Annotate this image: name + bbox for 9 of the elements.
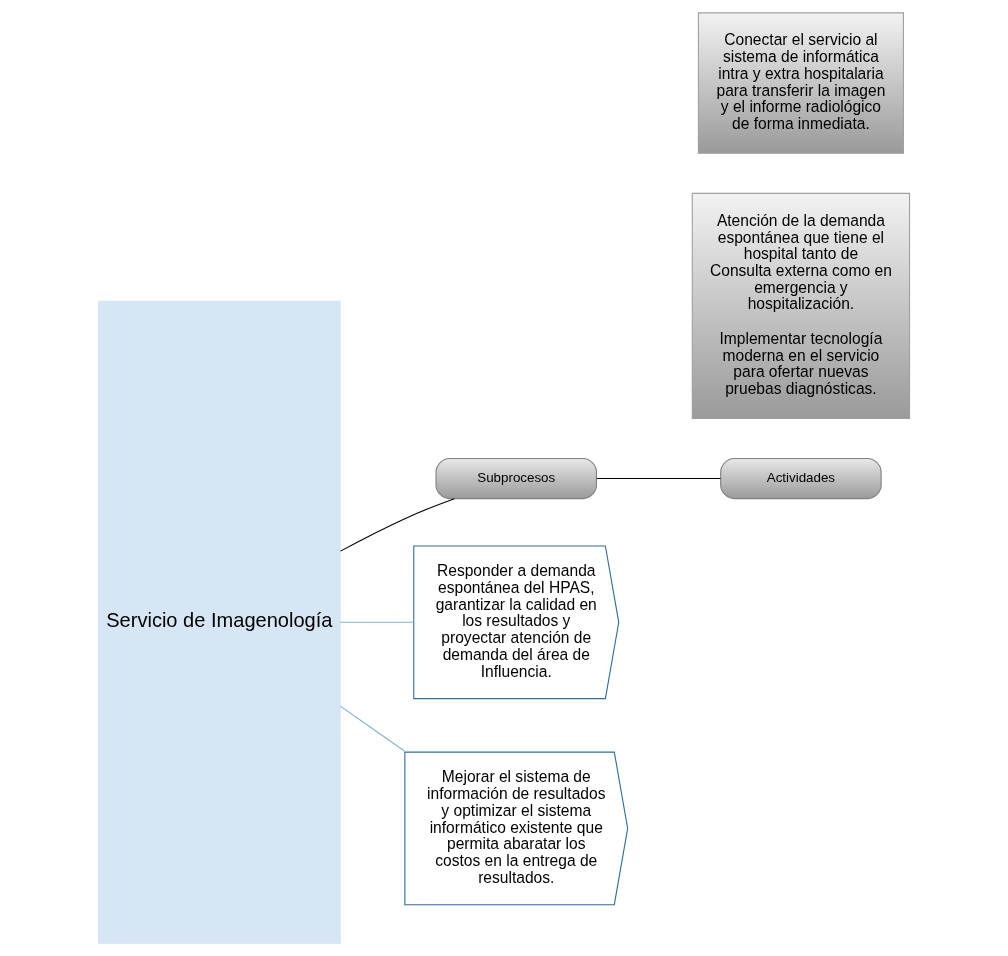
node-box: Actividades <box>720 457 882 500</box>
connector <box>596 478 722 480</box>
connector <box>339 705 405 752</box>
node-box: Atención de la demanda espontánea que tiene el hospital tanto de Consulta externa como en emergencia y hospitalización. Implementar tecnología moderna en el servicio para ofertar nuevas pruebas diagnósticas. <box>691 192 911 419</box>
node-box: Subprocesos <box>435 457 598 500</box>
connector <box>339 498 455 552</box>
node-box: Servicio de Imagenología <box>97 300 341 944</box>
node-box: Conectar el servicio al sistema de informática intra y extra hospitalaria para transferir la imagen y el informe radiológico de forma inmediata. <box>697 12 904 154</box>
connector <box>339 621 414 623</box>
